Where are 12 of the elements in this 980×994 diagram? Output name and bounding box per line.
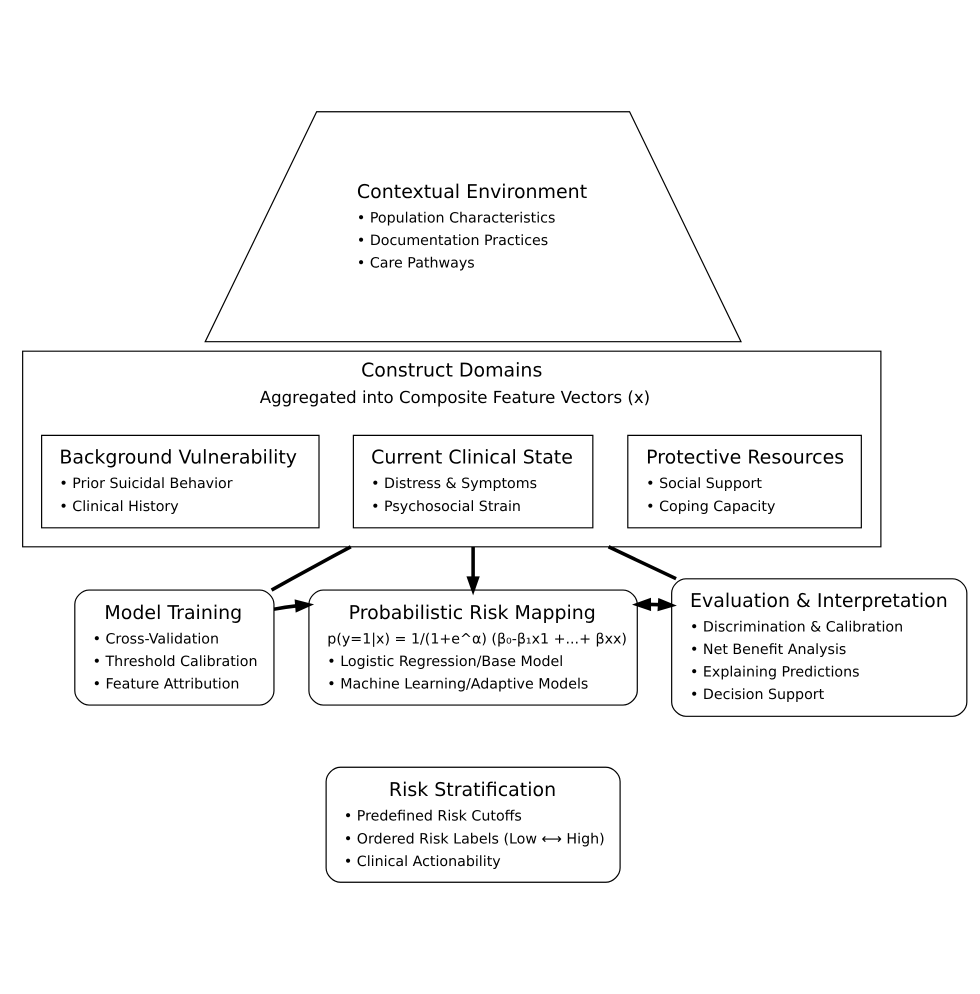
arrow — [274, 599, 314, 613]
arrow — [632, 598, 677, 612]
connector — [270, 545, 352, 592]
node-box: Protective Resources • Social Support • Coping Capacity — [627, 434, 862, 528]
connector — [608, 545, 677, 580]
node-box: Model Training • Cross-Validation • Threshold Calibration • Feature Attribution — [74, 589, 275, 706]
arrow — [466, 546, 480, 596]
node-box: Background Vulnerability • Prior Suicidal Behavior • Clinical History — [41, 434, 320, 528]
node-box: Risk Stratification • Predefined Risk Cutoffs • Ordered Risk Labels (Low ⟷ High) • Clinical Actionability — [326, 766, 621, 883]
node-box: Probabilistic Risk Mapping p(y=1|x) = 1/(1+e^α) (β₀-β₁x1 +...+ βxx) • Logistic Regression/Base Model • Machine Learning/Adaptive Models — [308, 589, 638, 706]
node-box: Current Clinical State • Distress & Symptoms • Psychosocial Strain — [352, 434, 594, 528]
node-box: Evaluation & Interpretation • Discrimination & Calibration • Net Benefit Analysis • Explaining Predictions • Decision Support — [671, 578, 968, 717]
